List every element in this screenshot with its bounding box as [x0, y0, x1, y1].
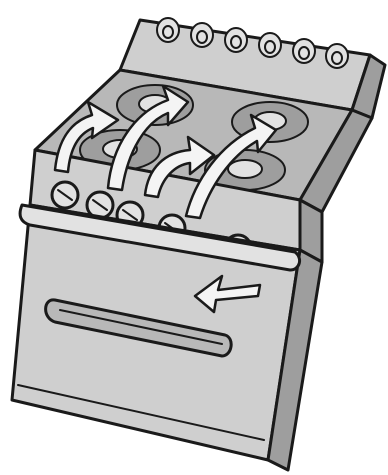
control-knob [52, 182, 78, 208]
oven-body [12, 205, 322, 470]
